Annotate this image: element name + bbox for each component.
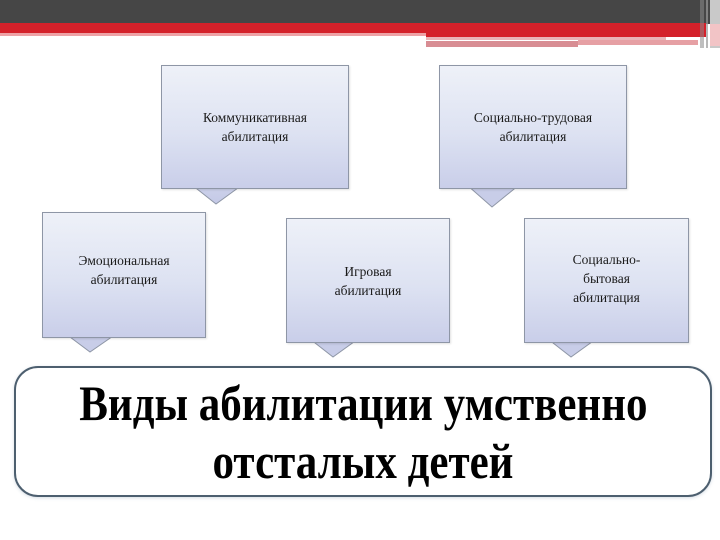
- slide-title-line-1: Виды абилитации умственно: [78, 374, 648, 431]
- header-red-stripe-extension: [426, 32, 706, 37]
- header-pink-line-right: [578, 40, 698, 45]
- edge-strip: [706, 0, 708, 48]
- top-bar: [0, 0, 720, 24]
- callout-text-line: абилитация: [221, 129, 289, 144]
- callout-text-line: абилитация: [499, 129, 567, 144]
- edge-strip-pink: [710, 24, 720, 46]
- callout-box: Социально-трудовая абилитация: [439, 65, 627, 189]
- callout-text-line: абилитация: [573, 290, 640, 305]
- slide-title-box: Виды абилитации умственно отсталых детей: [14, 366, 712, 497]
- callout-text-line: бытовая: [583, 271, 630, 286]
- header-pink-line-upper: [426, 37, 666, 40]
- callout-box: Игровая абилитация: [286, 218, 450, 343]
- edge-strip: [700, 0, 704, 48]
- callout-text-line: Социально-трудовая: [473, 110, 593, 125]
- header-pink-line-left: [0, 33, 426, 36]
- callout-text-line: Эмоциональная: [78, 253, 170, 268]
- callout-text-line: абилитация: [334, 282, 402, 298]
- callout-text-line: Коммуникативная: [202, 110, 308, 125]
- callout-text-line: Игровая: [344, 263, 392, 279]
- callout-box: Эмоциональная абилитация: [42, 212, 206, 338]
- callout-box: Социально- бытовая абилитация: [524, 218, 689, 343]
- callout-text-line: абилитация: [90, 272, 158, 287]
- callout-box: Коммуникативная абилитация: [161, 65, 349, 189]
- header-pink-line-lower: [426, 41, 578, 47]
- header-red-stripe: [0, 23, 706, 33]
- callout-text-line: Социально-: [572, 252, 641, 267]
- slide-title-line-2: отсталых детей: [212, 432, 514, 489]
